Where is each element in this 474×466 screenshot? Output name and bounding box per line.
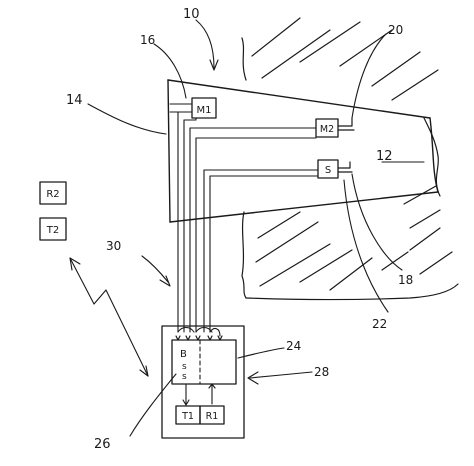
r2-label: R2 (46, 189, 59, 200)
numeral-16: 16 (140, 33, 155, 47)
unit-letter-s-2: s (182, 372, 187, 382)
motor-m1-box: M1 (191, 97, 217, 119)
sensor-s-box: S (317, 159, 339, 179)
unit-letter-s-1: s (182, 362, 187, 372)
ground-region (241, 17, 459, 301)
numeral-12: 12 (376, 149, 393, 164)
numeral-30: 30 (106, 239, 121, 253)
s-label: S (325, 165, 331, 176)
receiver-r1-box: R1 (199, 405, 225, 425)
receiver-r2-box: R2 (39, 181, 67, 205)
numeral-22: 22 (372, 317, 387, 331)
motor-m2-box: M2 (315, 118, 339, 138)
numeral-24: 24 (286, 339, 301, 353)
t1-label: T1 (181, 411, 194, 422)
wireless-link (69, 257, 149, 377)
unit-letter-b: B (180, 349, 187, 360)
leader-lines (87, 19, 425, 437)
numeral-28: 28 (314, 365, 329, 379)
m2-label: M2 (320, 124, 334, 135)
cable-bundle (169, 103, 319, 333)
reference-numerals: 10 16 14 20 12 18 22 30 24 28 26 (66, 7, 413, 452)
transmitter-t2-box: T2 (39, 217, 67, 241)
numeral-10: 10 (183, 7, 200, 22)
control-unit-24: B s s (171, 326, 237, 385)
housing-28 (161, 325, 245, 439)
numeral-14: 14 (66, 93, 83, 108)
tx-rx-links (182, 383, 216, 406)
numeral-26: 26 (94, 437, 111, 452)
t2-label: T2 (46, 225, 59, 236)
transmitter-t1-box: T1 (175, 405, 201, 425)
numeral-20: 20 (388, 23, 403, 37)
connection-stubs (337, 117, 355, 173)
tapered-vessel (167, 79, 439, 223)
m1-label: M1 (197, 105, 212, 116)
r1-label: R1 (206, 411, 219, 422)
numeral-18: 18 (398, 273, 413, 287)
